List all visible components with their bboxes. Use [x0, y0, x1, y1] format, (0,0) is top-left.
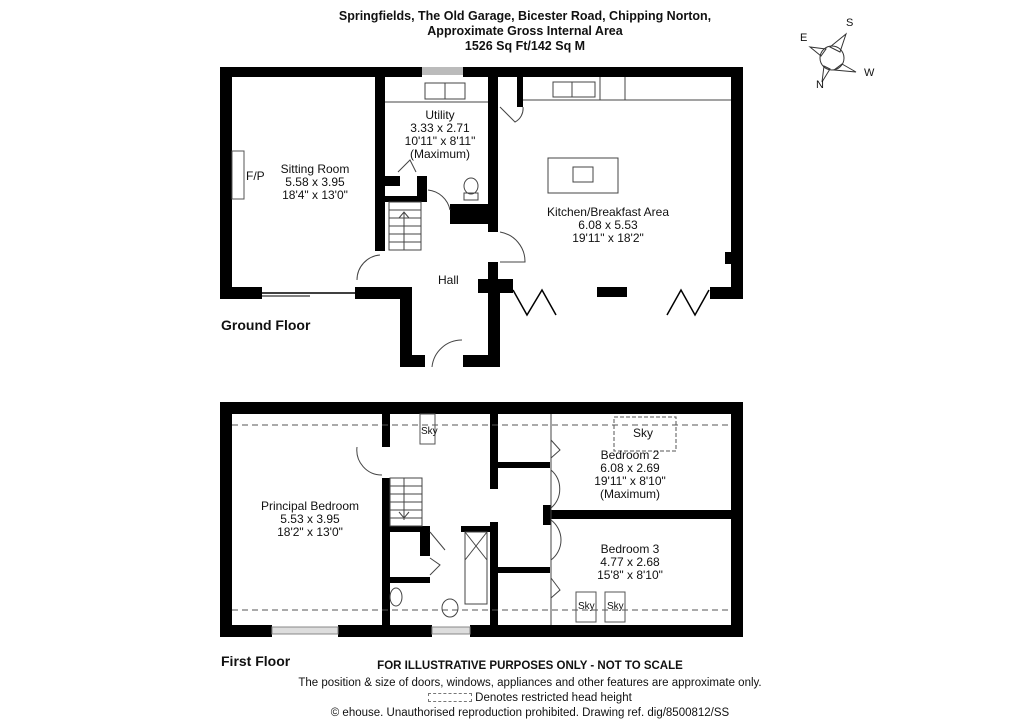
kitchen-label: Kitchen/Breakfast Area 6.08 x 5.53 19'11… [546, 205, 670, 245]
skylight [575, 591, 597, 623]
bifold-door-left [512, 288, 557, 317]
basin [389, 587, 403, 607]
compass-icon [808, 32, 857, 83]
compass-e: E [800, 32, 808, 44]
area-value: 1526 Sq Ft/142 Sq M [464, 39, 586, 53]
compass-w: W [864, 67, 875, 79]
disclaimer: FOR ILLUSTRATIVE PURPOSES ONLY - NOT TO … [377, 660, 683, 672]
bedroom-3-label: Bedroom 3 4.77 x 2.68 15'8" x 8'10" [597, 542, 663, 582]
window [422, 67, 463, 75]
bifold-door-right [666, 288, 710, 317]
sitting-room-label: Sitting Room 5.58 x 3.95 18'4" x 13'0" [280, 162, 350, 202]
compass-s: S [846, 17, 854, 29]
restricted-head-height [232, 424, 731, 611]
skylight [604, 591, 626, 623]
dashed-box-icon [428, 693, 473, 703]
skylight [613, 416, 677, 452]
hall-label: Hall [438, 273, 459, 287]
skylight-label: Sky [421, 426, 438, 437]
ground-floor-walls [220, 67, 743, 367]
legend: Denotes restricted head height [250, 692, 810, 704]
skylight-label: Sky [607, 601, 624, 612]
skylight [419, 413, 436, 445]
first-floor-title: First Floor [221, 653, 291, 669]
area-subtitle: Approximate Gross Internal Area [427, 24, 623, 38]
hob [572, 166, 594, 183]
skylight-label: Sky [633, 426, 654, 440]
principal-bedroom-label: Principal Bedroom 5.53 x 3.95 18'2" x 13… [260, 499, 360, 539]
fireplace [231, 150, 245, 200]
skylight-label: Sky [578, 601, 595, 612]
fireplace-label: F/P [246, 169, 265, 183]
property-title: Springfields, The Old Garage, Bicester R… [338, 9, 712, 23]
utility-label: Utility 3.33 x 2.71 10'11" x 8'11" (Maxi… [404, 108, 476, 161]
kitchen-sink [552, 81, 596, 98]
disclaimer-note: The position & size of doors, windows, a… [298, 677, 762, 689]
bath [464, 531, 488, 605]
stairs-ground [388, 201, 422, 251]
first-floor-walls [220, 402, 743, 637]
wc [441, 598, 459, 618]
bedroom-2-label: Bedroom 2 6.08 x 2.69 19'11" x 8'10" (Ma… [594, 448, 666, 501]
ground-floor-title: Ground Floor [221, 317, 311, 333]
compass-n: N [816, 79, 824, 91]
copyright: © ehouse. Unauthorised reproduction proh… [330, 707, 730, 719]
kitchen-island [547, 157, 619, 194]
stairs-first [389, 477, 423, 527]
